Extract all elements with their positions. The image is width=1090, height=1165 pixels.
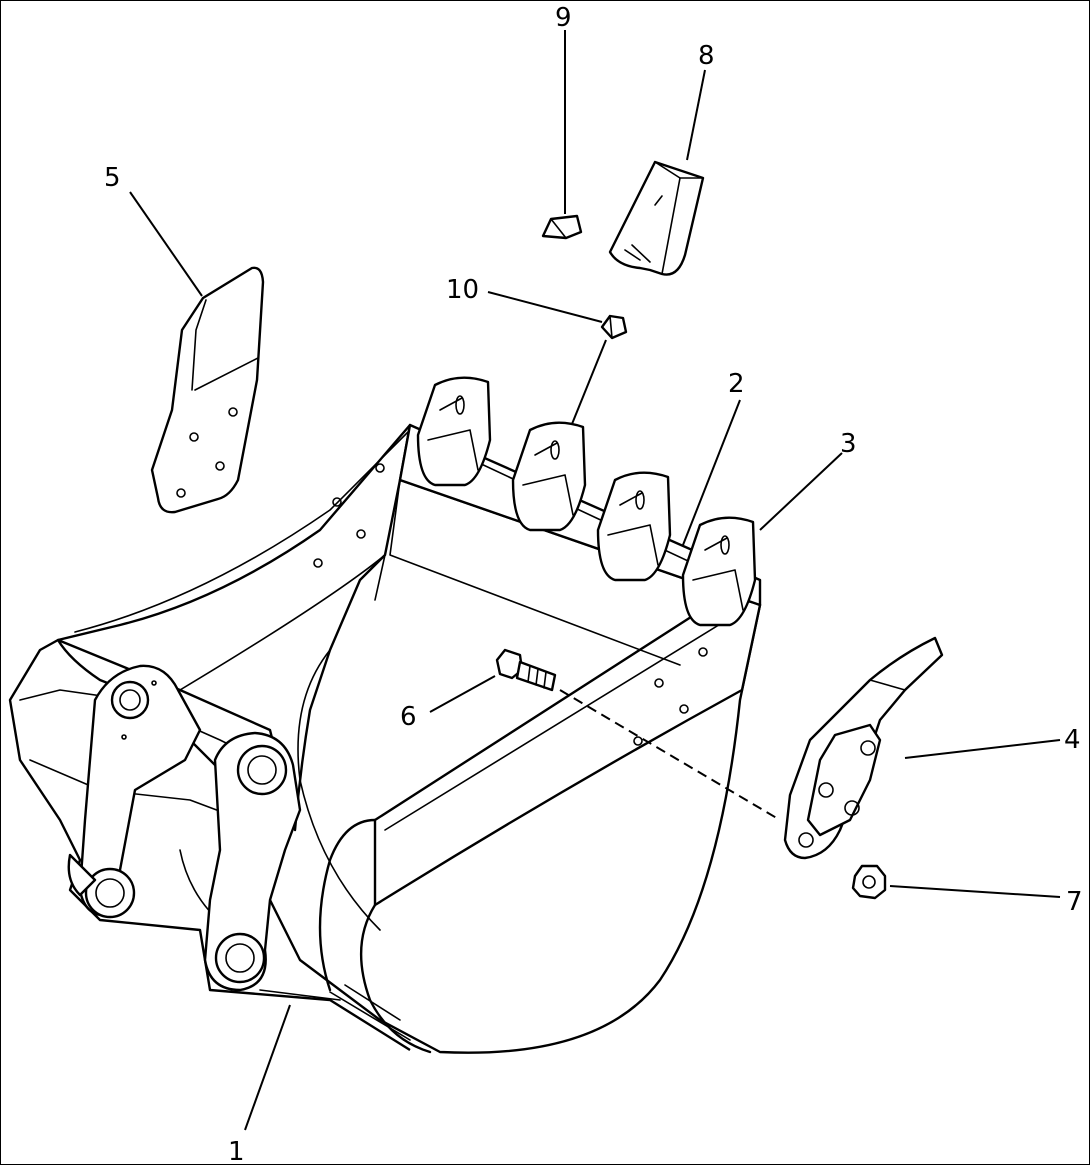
leader-6 [429, 675, 496, 713]
tooth-adapter-icon-4 [681, 516, 757, 627]
leader-4 [904, 739, 1061, 759]
callout-2: 2 [728, 369, 745, 399]
callout-10: 10 [446, 275, 479, 305]
tooth-adapter-icon-2 [511, 421, 587, 532]
callout-6: 6 [400, 702, 417, 732]
callout-8: 8 [698, 41, 715, 71]
tooth-point-icon [608, 160, 705, 276]
side-cutter-right-icon [783, 636, 944, 860]
lock-icon [600, 314, 628, 340]
bucket-icon [8, 423, 762, 1054]
leader-2 [682, 399, 741, 546]
bolt-axis-line [559, 689, 781, 821]
callout-5: 5 [104, 163, 121, 193]
callout-4: 4 [1064, 725, 1081, 755]
leader-3 [759, 452, 843, 531]
tooth-adapter-icon-3 [596, 471, 672, 582]
nut-icon [851, 864, 887, 900]
pin-icon [541, 214, 583, 240]
leader-10b [571, 339, 607, 425]
leader-5 [129, 191, 203, 297]
tooth-adapter-icon [416, 376, 492, 487]
leader-10 [487, 291, 603, 323]
callout-7: 7 [1066, 887, 1083, 917]
callout-3: 3 [840, 429, 857, 459]
leader-7 [889, 885, 1061, 898]
tooth-adapters [416, 376, 757, 627]
side-cutter-left-icon [150, 266, 265, 514]
leader-1 [244, 1004, 291, 1131]
callout-9: 9 [555, 3, 572, 33]
leader-lines [129, 30, 1061, 1131]
bolt-icon [495, 648, 557, 692]
leader-8 [686, 69, 706, 161]
callout-labels: 9 8 5 10 2 3 4 6 7 1 [104, 3, 1083, 1165]
callout-1: 1 [228, 1137, 245, 1165]
